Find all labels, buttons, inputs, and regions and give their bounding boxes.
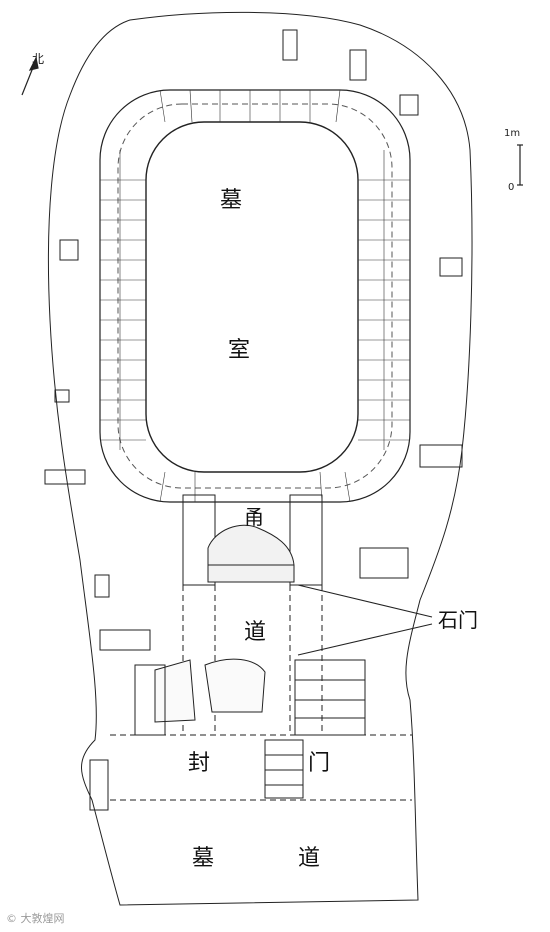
scale-zero-label: 0: [508, 182, 515, 193]
stone-door-slab: [207, 524, 295, 583]
label-seal-char-1: 封: [188, 751, 211, 776]
label-chamber-char-1: 墓: [220, 188, 243, 213]
collapsed-slab-left: [154, 659, 196, 723]
seal-brick-stack: [264, 739, 304, 799]
label-stone-door: 石门: [438, 608, 478, 632]
collapsed-slab-right: [204, 658, 266, 713]
passage-right-wall: [289, 494, 323, 586]
chamber-outer-wall: [99, 89, 411, 503]
label-passage-char-1: 甬: [244, 505, 264, 529]
pit-outline: [47, 11, 473, 906]
scale-bar: [517, 144, 523, 186]
label-seal-char-2: 门: [308, 751, 331, 776]
label-ramp-char-2: 道: [298, 846, 321, 871]
north-label: 北: [32, 52, 45, 66]
label-chamber-char-2: 室: [228, 338, 251, 363]
north-arrow-icon: [21, 56, 39, 96]
chamber-inner-wall: [145, 121, 359, 473]
scale-one-label: 1m: [504, 128, 521, 139]
label-ramp-char-1: 墓: [192, 846, 215, 871]
watermark: © 大敦煌网: [6, 912, 65, 925]
label-passage-char-2: 道: [244, 620, 267, 645]
